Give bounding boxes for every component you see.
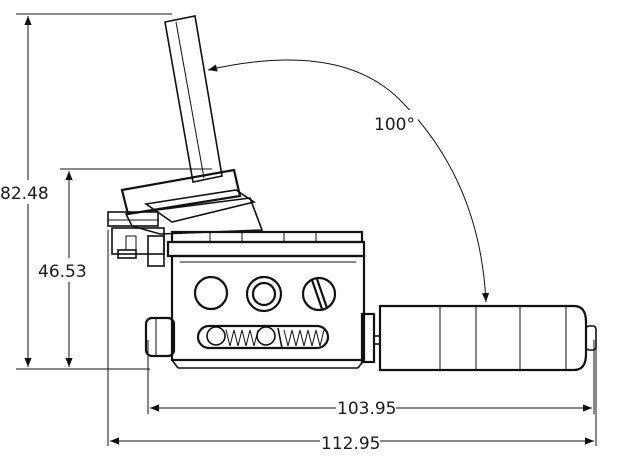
side-bracket: [111, 227, 165, 267]
angle-label: 100°: [374, 115, 415, 135]
dimension-angle: 100°: [207, 59, 490, 303]
dimension-length-overall: 112.95: [107, 230, 597, 454]
lever-handle: [164, 15, 223, 183]
dimension-body-height: 46.53: [36, 168, 212, 367]
screw-right: [301, 276, 337, 312]
body-holes: [193, 275, 337, 313]
left-plunger: [144, 316, 176, 358]
body-height-label: 46.53: [38, 262, 87, 282]
cam-plate: [107, 211, 159, 227]
length-overall-label: 112.95: [321, 434, 380, 454]
main-body: [166, 230, 366, 369]
total-height-label: 82.48: [0, 184, 49, 204]
hole-left: [193, 275, 229, 311]
length-inner-label: 103.95: [337, 399, 396, 419]
dimension-total-height: 82.48: [0, 13, 172, 370]
screw-center: [245, 275, 283, 313]
spring-slot: [196, 324, 330, 350]
dimension-length-inner: 103.95: [147, 340, 595, 419]
right-cylinder: [360, 304, 597, 372]
